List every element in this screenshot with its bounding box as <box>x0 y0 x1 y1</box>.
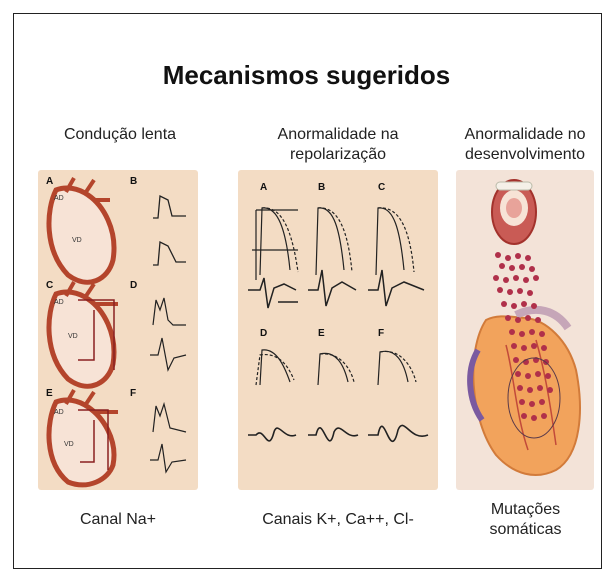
label-c: C <box>378 182 385 193</box>
panel-repolarization: A B C D E F <box>238 170 438 490</box>
ecg-row1 <box>248 270 424 308</box>
heart-label-ad-c: AD <box>54 299 64 306</box>
label-e: E <box>318 328 325 339</box>
header-repolarization: Anormalidade na repolarização <box>238 125 438 165</box>
footer-somatic-mutations: Mutações somáticas <box>468 500 583 540</box>
heart-label-vd-c: VD <box>68 333 78 340</box>
heart-diagram-a: AD VD <box>49 178 114 282</box>
label-f: F <box>130 388 136 399</box>
heart-label-vd-e: VD <box>64 441 74 448</box>
header-development: Anormalidade no desenvolvimento <box>450 125 600 165</box>
action-potential-d1 <box>153 298 186 325</box>
ecg-d2 <box>150 338 186 370</box>
label-d: D <box>260 328 267 339</box>
repolarization-illustration: A B C D E F <box>238 170 438 490</box>
heart-label-ad-e: AD <box>54 409 64 416</box>
development-illustration <box>456 170 594 490</box>
slow-conduction-illustration: A B AD VD C D AD VD E <box>38 170 198 490</box>
action-potentials-row2 <box>256 350 416 385</box>
ecg-f2 <box>150 444 186 472</box>
label-e: E <box>46 388 53 399</box>
panel-development <box>456 170 594 490</box>
heart-illustration <box>470 310 580 475</box>
header-slow-conduction: Condução lenta <box>30 125 210 145</box>
label-a: A <box>260 182 267 193</box>
heart-diagram-e: AD VD <box>49 390 118 485</box>
action-potentials-row1 <box>252 208 414 280</box>
label-f: F <box>378 328 384 339</box>
action-potential-b1 <box>153 196 186 218</box>
ecg-row2 <box>248 425 428 441</box>
neural-crest-origin <box>492 180 536 244</box>
footer-sodium-channel: Canal Na+ <box>38 510 198 530</box>
label-a: A <box>46 176 53 187</box>
footer-ion-channels: Canais K+, Ca++, Cl- <box>238 510 438 530</box>
heart-label-vd: VD <box>72 237 82 244</box>
label-b: B <box>130 176 137 187</box>
heart-diagram-c: AD VD <box>49 282 118 386</box>
heart-label-ad: AD <box>54 195 64 202</box>
label-c: C <box>46 280 53 291</box>
action-potential-b2 <box>153 242 186 265</box>
label-d: D <box>130 280 137 291</box>
panel-slow-conduction: A B AD VD C D AD VD E <box>38 170 198 490</box>
action-potential-f1 <box>153 404 186 432</box>
label-b: B <box>318 182 325 193</box>
figure-title: Mecanismos sugeridos <box>0 60 613 91</box>
